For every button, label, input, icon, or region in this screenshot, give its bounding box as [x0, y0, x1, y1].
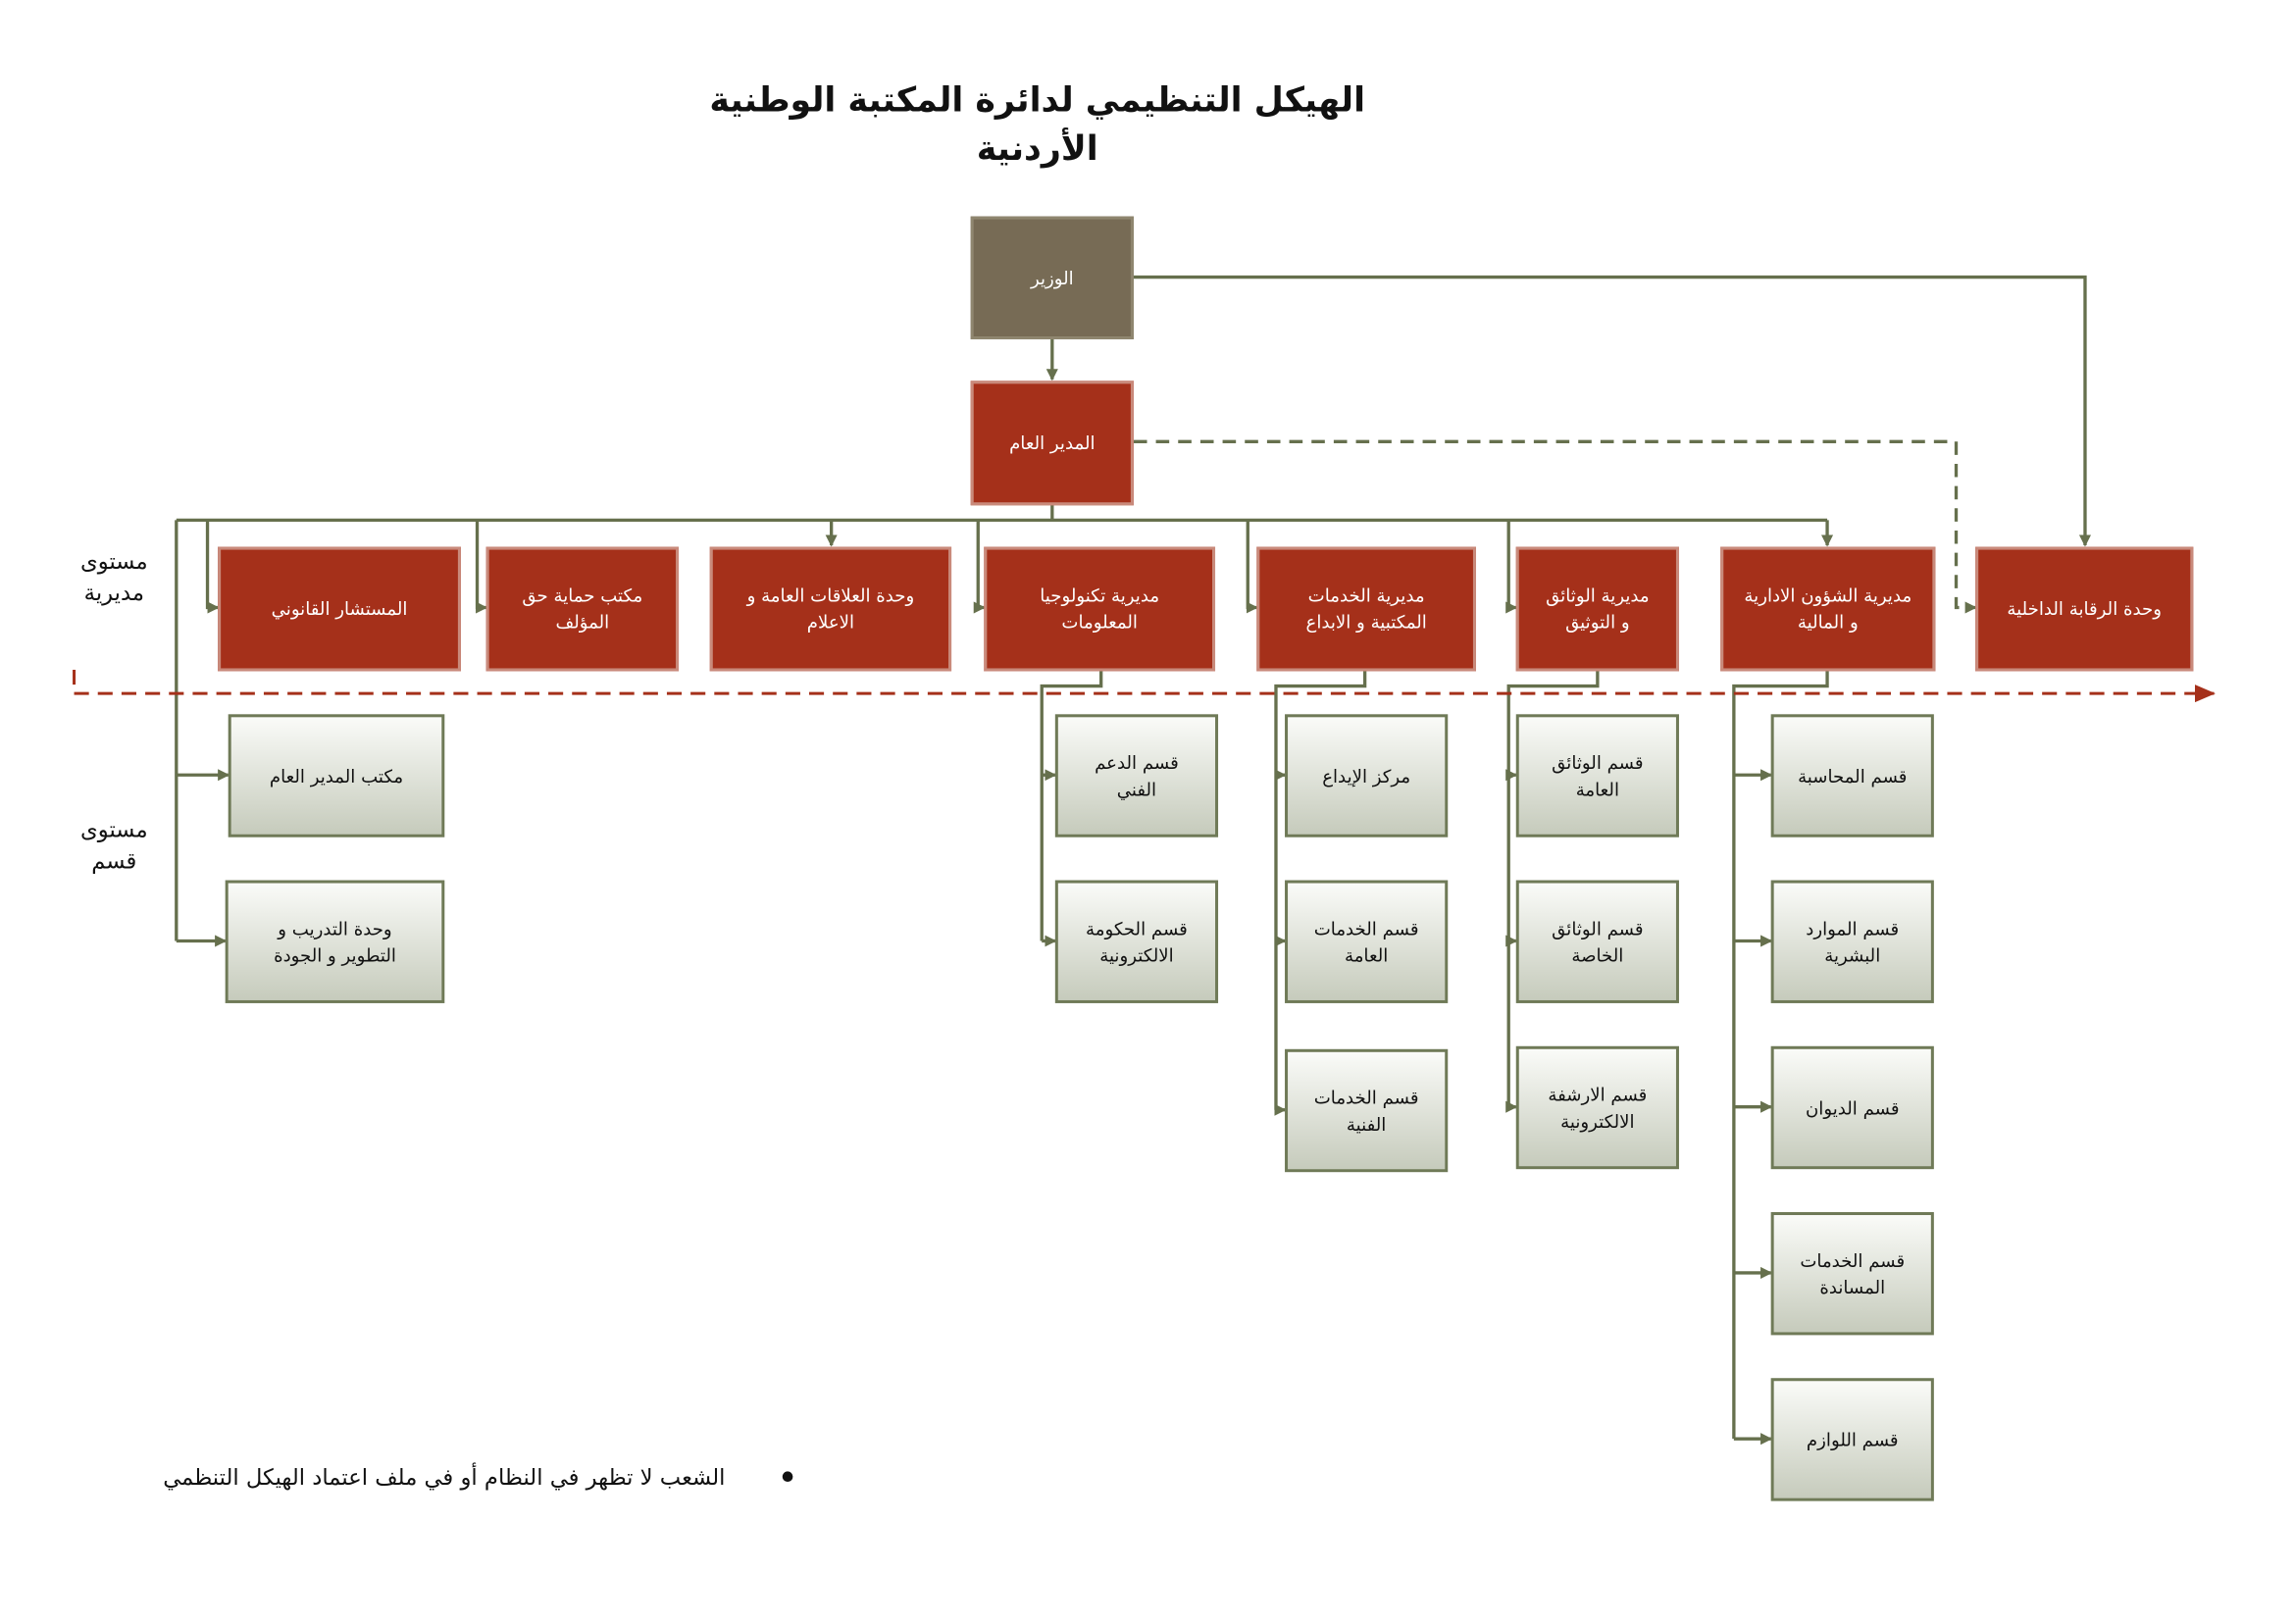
- box-general-director[interactable]: المدير العام: [970, 381, 1134, 506]
- box-legal-advisor[interactable]: المستشار القانوني: [218, 546, 461, 672]
- level-department-label: مستوى قسم: [80, 816, 148, 875]
- box-documents[interactable]: مديرية الوثائق و التوثيق: [1515, 546, 1679, 672]
- footnote: الشعب لا تظهر في النظام أو في ملف اعتماد…: [163, 1463, 726, 1492]
- box-dept-private-documents[interactable]: قسم الوثائق الخاصة: [1515, 880, 1679, 1003]
- box-public-relations[interactable]: وحدة العلاقات العامة و الاعلام: [709, 546, 952, 672]
- footnote-bullet-icon: [782, 1471, 793, 1482]
- chart-title-line1: الهيكل التنظيمي لدائرة المكتبة الوطنية: [709, 81, 1366, 121]
- box-copyright-office[interactable]: مكتب حماية حق المؤلف: [485, 546, 680, 672]
- chart-title: الهيكل التنظيمي لدائرة المكتبة الوطنية ا…: [652, 77, 1423, 176]
- box-dept-supplies[interactable]: قسم اللوازم: [1770, 1378, 1934, 1501]
- box-dept-accounting[interactable]: قسم المحاسبة: [1770, 714, 1934, 837]
- link-minister-audit: [1133, 275, 2092, 547]
- box-dept-public-services[interactable]: قسم الخدمات العامة: [1285, 880, 1449, 1003]
- box-dept-technical-support[interactable]: قسم الدعم الفني: [1054, 714, 1219, 837]
- link-gd-audit-dashed: [1133, 439, 1977, 614]
- box-internal-audit[interactable]: وحدة الرقابة الداخلية: [1975, 546, 2194, 672]
- box-gm-office[interactable]: مكتب المدير العام: [228, 714, 445, 837]
- box-admin-finance[interactable]: مديرية الشؤون الادارية و المالية: [1720, 546, 1936, 672]
- level-directorate-label: مستوى مديرية: [80, 548, 148, 606]
- box-dept-e-archiving[interactable]: قسم الارشفة الالكترونية: [1515, 1045, 1679, 1170]
- box-dept-public-documents[interactable]: قسم الوثائق العامة: [1515, 714, 1679, 837]
- box-dept-hr[interactable]: قسم الموارد البشرية: [1770, 880, 1934, 1003]
- box-minister[interactable]: الوزير: [970, 216, 1134, 340]
- box-library-services[interactable]: مديرية الخدمات المكتبية و الابداع: [1256, 546, 1476, 672]
- box-dept-support-services[interactable]: قسم الخدمات المساندة: [1770, 1211, 1934, 1336]
- box-dept-diwan[interactable]: قسم الديوان: [1770, 1045, 1934, 1170]
- box-dept-e-government[interactable]: قسم الحكومة الالكترونية: [1054, 880, 1219, 1003]
- box-training-quality[interactable]: وحدة التدريب و التطوير و الجودة: [225, 880, 445, 1003]
- box-dept-deposit-center[interactable]: مركز الإيداع: [1285, 714, 1449, 837]
- chart-title-line2: الأردنية: [976, 129, 1098, 170]
- box-dept-technical-services[interactable]: قسم الخدمات الفنية: [1285, 1048, 1449, 1173]
- box-it[interactable]: مديرية تكنولوجيا المعلومات: [984, 546, 1216, 672]
